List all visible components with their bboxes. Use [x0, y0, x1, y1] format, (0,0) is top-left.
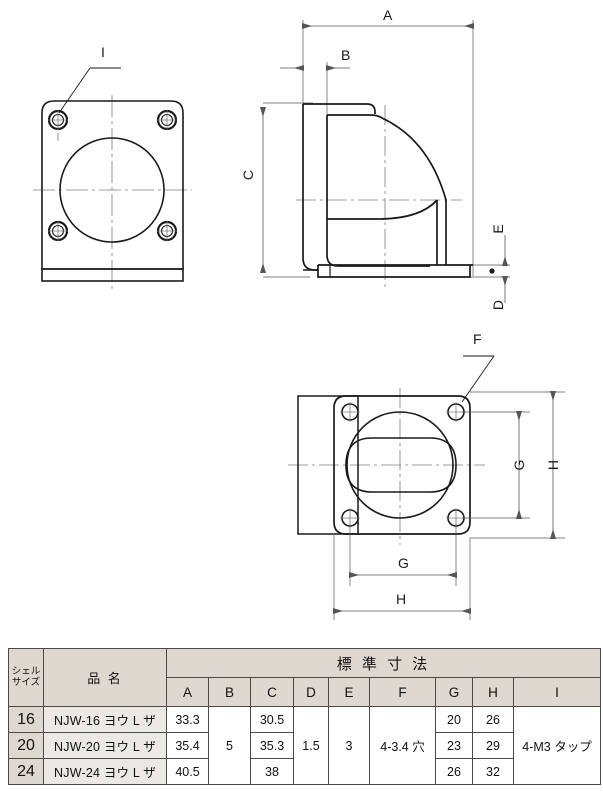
- cell-product-name: NJW-20 ヨウ L ザ: [43, 732, 167, 759]
- bottom-view-inner-oval: [345, 437, 457, 493]
- cell-a: 35.4: [166, 732, 209, 759]
- cell-c: 30.5: [250, 706, 294, 733]
- header-col-i: I: [513, 677, 601, 707]
- dim-label-b: B: [341, 47, 351, 63]
- cell-d-merged: 1.5: [293, 706, 329, 785]
- bottom-view-centerlines: [288, 388, 485, 545]
- cell-a: 40.5: [166, 758, 209, 785]
- dim-label-c: C: [240, 169, 256, 181]
- dim-label-h-horizontal: H: [396, 591, 407, 607]
- front-view: [33, 67, 192, 292]
- side-view-extension-lines: [263, 20, 510, 278]
- dim-label-g-horizontal: G: [398, 555, 409, 571]
- side-view-elbow-inner: [327, 199, 438, 220]
- side-view-reference-dot: [489, 268, 495, 274]
- bottom-view: [288, 355, 565, 620]
- cell-g: 23: [435, 732, 473, 759]
- side-view-body-left: [326, 115, 430, 267]
- cell-c: 35.3: [250, 732, 294, 759]
- side-view-elbow-outer: [327, 114, 447, 265]
- cell-c: 38: [250, 758, 294, 785]
- bottom-view-leader-f: [461, 355, 495, 403]
- technical-drawing-area: I A B C E D F G H G H: [33, 7, 565, 620]
- header-col-f: F: [369, 677, 436, 707]
- side-view-foot-plate: [317, 265, 471, 278]
- dim-label-a: A: [383, 7, 393, 23]
- front-view-mounting-holes: [47, 109, 178, 242]
- table-row: 24 NJW-24 ヨウ L ザ 40.5 38 26 32: [8, 758, 601, 785]
- cell-a: 33.3: [166, 706, 209, 733]
- cell-h: 32: [472, 758, 514, 785]
- header-col-b: B: [208, 677, 251, 707]
- side-view: [260, 20, 510, 303]
- dim-label-g-vertical: G: [511, 459, 527, 471]
- table-header-row-1: シェル サイズ 品 名 標 準 寸 法: [8, 648, 601, 707]
- header-shell-size: シェル サイズ: [8, 648, 44, 707]
- dim-label-i: I: [101, 44, 105, 60]
- cell-b-merged: 5: [208, 706, 251, 785]
- cell-shell-size: 24: [8, 758, 44, 785]
- header-col-e: E: [328, 677, 370, 707]
- header-col-h: H: [472, 677, 514, 707]
- cell-g: 26: [435, 758, 473, 785]
- header-product-name: 品 名: [43, 648, 167, 707]
- header-col-a: A: [166, 677, 209, 707]
- table-row: 16 NJW-16 ヨウ L ザ 33.3 5 30.5 1.5 3 4-3.4…: [8, 706, 601, 785]
- cell-product-name: NJW-16 ヨウ L ザ: [43, 706, 167, 733]
- front-view-centerlines: [33, 95, 192, 292]
- side-view-back-flange: [302, 103, 376, 271]
- cell-g: 20: [435, 706, 473, 733]
- front-view-leader-i: [58, 67, 121, 114]
- specification-table: シェル サイズ 品 名 標 準 寸 法 A B C D E F G H I 16…: [8, 648, 601, 785]
- bottom-view-flange-outline: [333, 395, 471, 535]
- cell-shell-size: 16: [8, 706, 44, 733]
- dim-label-h-vertical: H: [545, 459, 561, 471]
- cell-h: 26: [472, 706, 514, 733]
- table-header-row-2: A B C D E F G H I: [9, 677, 601, 707]
- cell-h: 29: [472, 732, 514, 759]
- bottom-view-extension-lines: [333, 391, 565, 620]
- cell-i-merged: 4-M3 タップ: [513, 706, 601, 785]
- header-col-d: D: [293, 677, 329, 707]
- cell-e-merged: 3: [328, 706, 370, 785]
- header-shell-size-line2: サイズ: [11, 676, 41, 688]
- table-row: 20 NJW-20 ヨウ L ザ 35.4 35.3 23 29: [8, 732, 601, 759]
- front-view-foot-plate: [41, 268, 184, 282]
- dim-label-e: E: [490, 224, 506, 234]
- header-col-g: G: [435, 677, 473, 707]
- front-view-flange-outline: [41, 100, 184, 270]
- dim-label-d: D: [490, 299, 506, 311]
- cell-product-name: NJW-24 ヨウ L ザ: [43, 758, 167, 785]
- header-shell-size-line1: シェル: [11, 665, 41, 677]
- header-standard-dimensions: 標 準 寸 法: [166, 648, 601, 678]
- bottom-view-back-plate: [297, 395, 359, 535]
- drawing-svg: [33, 20, 565, 620]
- cell-shell-size: 20: [8, 732, 44, 759]
- front-view-bore-circle: [59, 137, 165, 243]
- bottom-view-outer-circle: [346, 411, 454, 519]
- side-view-centerlines: [296, 105, 462, 288]
- header-col-c: C: [250, 677, 294, 707]
- cell-f-merged: 4-3.4 穴: [369, 706, 436, 785]
- dim-label-f: F: [473, 331, 482, 347]
